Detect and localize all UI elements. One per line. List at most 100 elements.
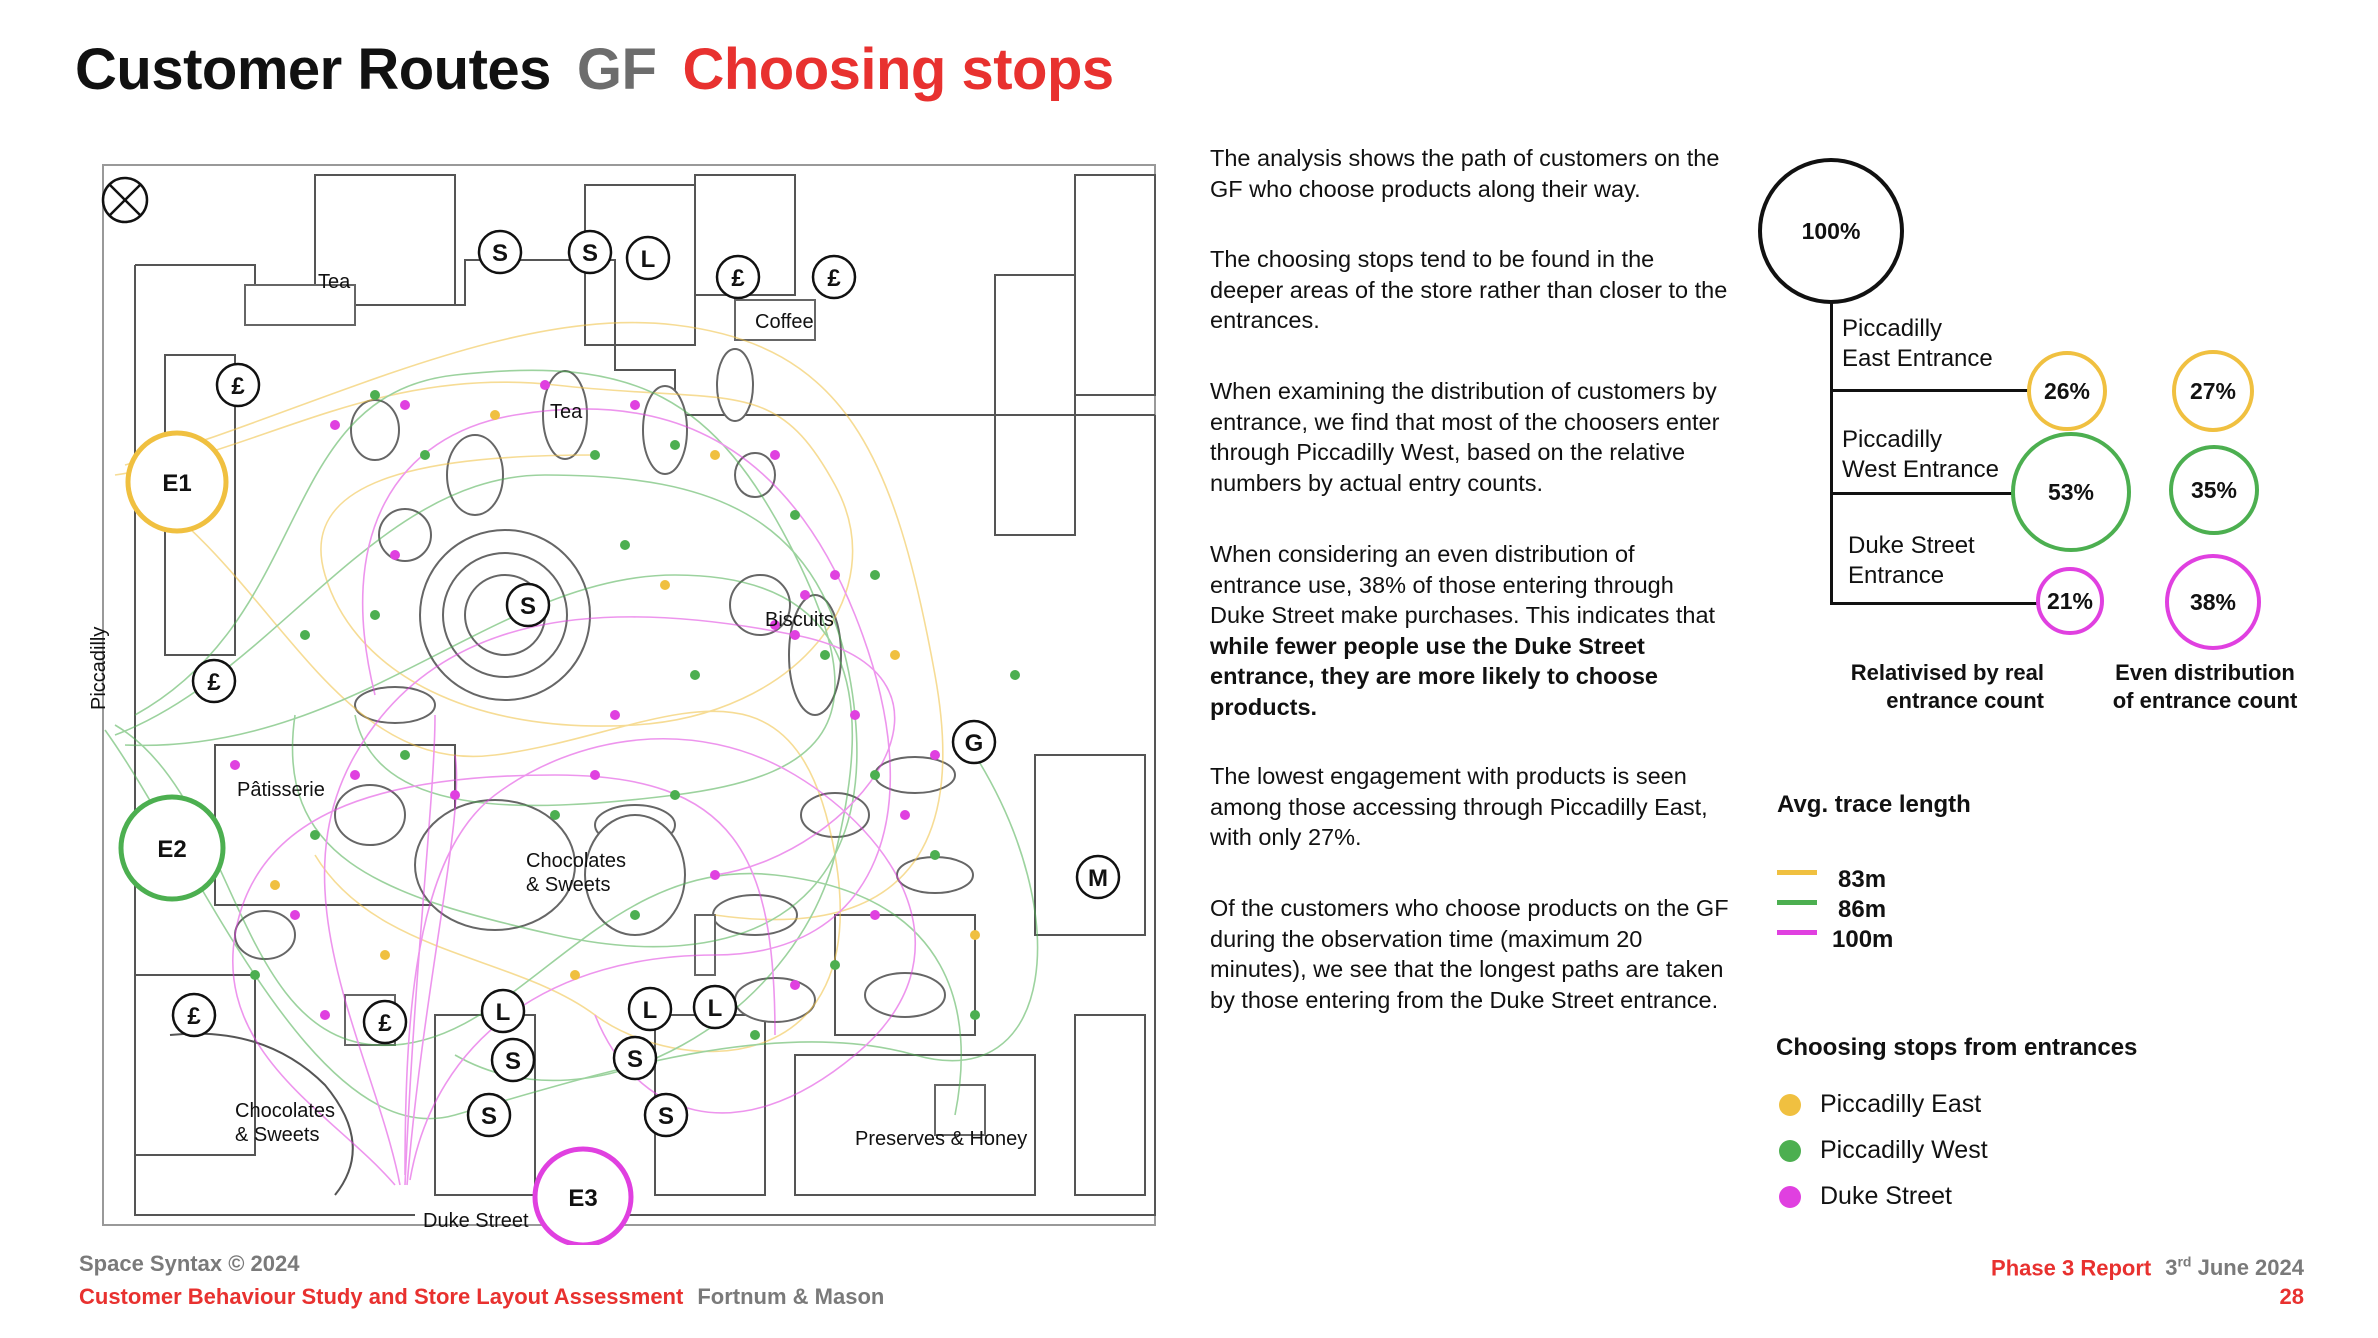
stairs-symbol-text: S xyxy=(627,1046,643,1073)
till-symbol xyxy=(215,362,261,408)
stops-dot-east xyxy=(1779,1094,1801,1116)
even-west-circle: 35% xyxy=(2169,445,2259,535)
even-east-circle: 27% xyxy=(2172,350,2254,432)
label-choc-center-2: & Sweets xyxy=(526,874,610,896)
stairs-symbol-text: S xyxy=(520,593,536,620)
relativised-duke-circle: 21% xyxy=(2036,567,2104,635)
lift-symbol-text: L xyxy=(641,246,656,273)
till-symbol-text: £ xyxy=(731,265,745,292)
label-tea-mid: Tea xyxy=(550,401,583,423)
entrance-e2-label: E2 xyxy=(157,836,186,863)
footer-report-line: Phase 3 Report 3rd June 2024 xyxy=(1991,1254,2304,1281)
trace-value-west: 86m xyxy=(1838,896,1887,923)
paragraph-2: The choosing stops tend to be found in t… xyxy=(1210,246,1728,333)
stairs-symbol xyxy=(466,1092,512,1138)
label-choc-left-2: & Sweets xyxy=(235,1124,319,1146)
till-symbol-text: £ xyxy=(231,373,245,400)
tree-branch-3 xyxy=(1830,602,2038,605)
tree-trunk xyxy=(1830,302,1833,604)
tree-branch-2 xyxy=(1830,492,2012,495)
stairs-symbol xyxy=(643,1092,689,1138)
amenity-symbols: S S L £ £ £ S £ G M £ £ L L L S S S S xyxy=(171,229,1121,1138)
trace-value-east: 83m xyxy=(1838,866,1887,893)
footer-report: Phase 3 Report xyxy=(1991,1255,2152,1281)
paragraph-6: Of the customers who choose products on … xyxy=(1210,895,1729,1013)
stairs-symbol xyxy=(490,1037,536,1083)
goods-symbol xyxy=(951,719,997,765)
footer-date: 3rd June 2024 xyxy=(2165,1254,2304,1281)
footer-study-line: Customer Behaviour Study and Store Layou… xyxy=(79,1284,884,1310)
stairs-symbol xyxy=(505,582,551,628)
label-patisserie: Pâtisserie xyxy=(237,779,325,801)
stairs-symbol xyxy=(567,229,613,275)
relativised-west-circle: 53% xyxy=(2011,432,2131,552)
till-symbol-text: £ xyxy=(827,265,841,292)
stairs-symbol-text: S xyxy=(582,240,598,267)
till-symbol-text: £ xyxy=(187,1003,201,1030)
goods-symbol-text: G xyxy=(965,730,984,757)
lift-symbol xyxy=(627,986,673,1032)
trace-bar-east xyxy=(1777,870,1817,875)
till-symbol xyxy=(715,254,761,300)
stops-label-east: Piccadilly East xyxy=(1820,1090,1982,1118)
stops-legend-title: Choosing stops from entrances xyxy=(1776,1034,2138,1061)
total-circle: 100% xyxy=(1758,158,1904,304)
till-symbol xyxy=(811,254,857,300)
stairs-symbol xyxy=(612,1035,658,1081)
paragraph-4: When considering an even distribution of… xyxy=(1210,539,1730,722)
label-piccadilly: Piccadilly xyxy=(88,627,110,710)
till-symbol xyxy=(362,999,408,1045)
compass-icon xyxy=(101,176,149,224)
paragraph-1: The analysis shows the path of customers… xyxy=(1210,145,1720,202)
footer-copyright: Space Syntax © 2024 xyxy=(79,1251,300,1276)
stairs-symbol xyxy=(477,229,523,275)
stairs-symbol-text: S xyxy=(492,240,508,267)
till-symbol-text: £ xyxy=(378,1010,392,1037)
label-biscuits: Biscuits xyxy=(765,609,834,631)
entrance-markers: E1 E2 E3 xyxy=(118,430,634,1248)
footer-study: Customer Behaviour Study and Store Layou… xyxy=(79,1284,684,1309)
till-symbol-text: £ xyxy=(207,669,221,696)
choosing-stop-dots xyxy=(230,380,1020,1040)
label-preserves: Preserves & Honey xyxy=(855,1128,1027,1150)
stops-dot-duke xyxy=(1779,1186,1801,1208)
m-symbol-text: M xyxy=(1088,865,1108,892)
till-symbol xyxy=(191,658,237,704)
entrance-e3-label: E3 xyxy=(568,1185,597,1212)
paragraph-5: The lowest engagement with products is s… xyxy=(1210,763,1708,850)
lift-symbol xyxy=(480,988,526,1034)
trace-value-duke: 100m xyxy=(1832,926,1894,953)
label-duke-street: Duke Street xyxy=(423,1210,529,1232)
paragraph-4-plain: When considering an even distribution of… xyxy=(1210,541,1716,628)
footer-client: Fortnum & Mason xyxy=(697,1284,885,1309)
lift-symbol-text: L xyxy=(643,997,658,1024)
stairs-symbol-text: S xyxy=(481,1103,497,1130)
title-floor: GF xyxy=(576,37,657,102)
lift-symbol-text: L xyxy=(496,999,511,1026)
lift-symbol xyxy=(625,235,671,281)
floor-plan-svg: Tea Tea Coffee Biscuits Pâtisserie Choco… xyxy=(88,164,1156,1248)
trace-bar-west xyxy=(1777,900,1817,905)
lift-symbol xyxy=(692,984,738,1030)
entrance-e1 xyxy=(125,430,229,534)
entrance-e1-label: E1 xyxy=(162,470,191,497)
trace-bar-duke xyxy=(1777,930,1817,935)
floor-plan-map: Tea Tea Coffee Biscuits Pâtisserie Choco… xyxy=(75,155,1175,1248)
label-choc-left-1: Chocolates xyxy=(235,1100,335,1122)
lift-symbol-text: L xyxy=(708,995,723,1022)
tree-branch-1 xyxy=(1830,389,2032,392)
even-duke-circle: 38% xyxy=(2165,554,2261,650)
stairs-symbol-text: S xyxy=(505,1048,521,1075)
label-choc-center-1: Chocolates xyxy=(526,850,626,872)
label-coffee: Coffee xyxy=(755,311,814,333)
stops-label-west: Piccadilly West xyxy=(1820,1136,1988,1164)
paragraph-3: When examining the distribution of custo… xyxy=(1210,378,1720,496)
relativised-east-circle: 26% xyxy=(2027,351,2107,431)
entrance-e2 xyxy=(118,794,226,902)
trace-legend-title: Avg. trace length xyxy=(1777,791,1971,818)
